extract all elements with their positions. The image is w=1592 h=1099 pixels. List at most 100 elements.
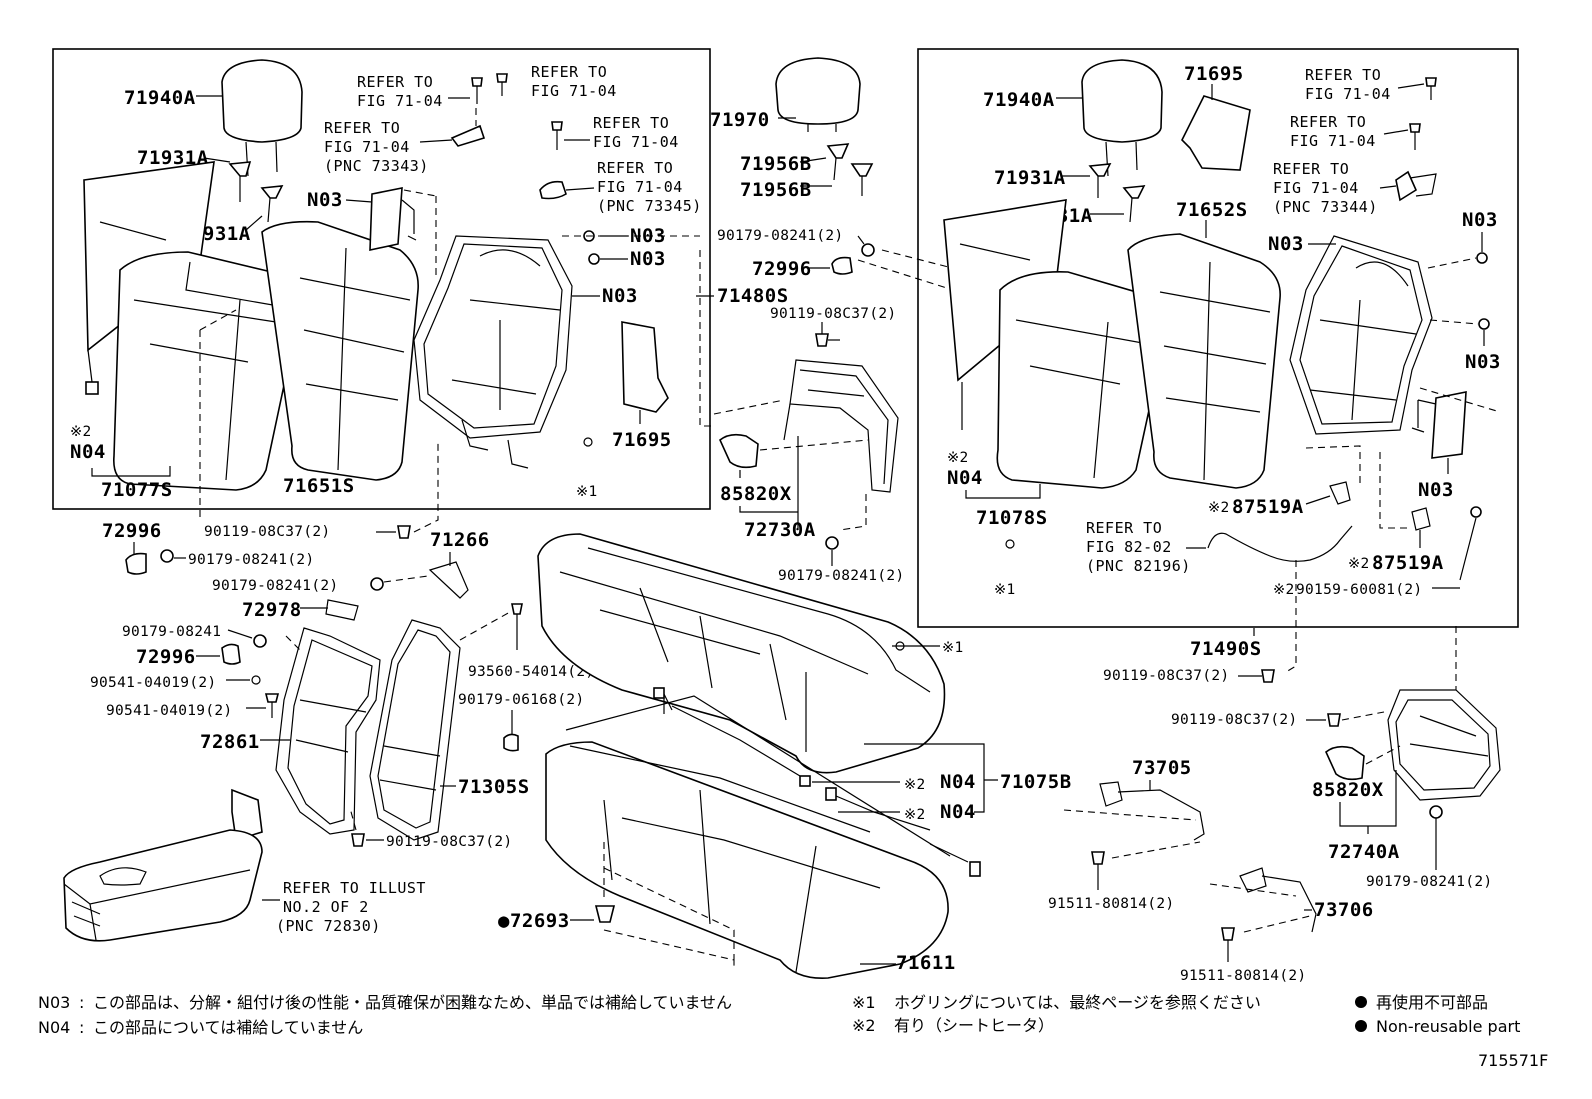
part-71695-left: 71695 (612, 429, 672, 451)
bolt-90179-06168: 90179-06168(2) (458, 692, 584, 708)
seatback-frame-right-drawing (1289, 235, 1433, 435)
back-board-right-drawing (1181, 95, 1251, 171)
part-87519A-2: 87519A (1372, 552, 1444, 574)
fig-71-04-1: FIG 71-04 (357, 92, 443, 110)
footnote-kome1-mark: ※1 (852, 993, 876, 1012)
fig-71-04-6: FIG 71-04 (1305, 85, 1391, 103)
part-71695-right: 71695 (1184, 63, 1244, 85)
left-seatback-group-frame (52, 48, 711, 510)
N04-center-2: N04 (940, 801, 976, 823)
armrest-cushion-drawing (63, 788, 263, 942)
footnote-n03-code: N03 (38, 993, 70, 1012)
seatback-pad-right-drawing (1127, 233, 1281, 489)
kome1-right: ※1 (994, 582, 1015, 598)
bolt-90119-08C37-center-1: 90119-08C37(2) (770, 306, 896, 322)
pnc-73343: (PNC 73343) (324, 157, 429, 175)
part-72730A: 72730A (744, 519, 816, 541)
fig-71-04-2: FIG 71-04 (531, 82, 617, 100)
bolt-91511-80814-1: 91511-80814(2) (1048, 896, 1174, 912)
bracket-73706-drawing (1239, 867, 1317, 933)
footnote-n04-text: この部品については補給していません (93, 1018, 363, 1037)
footnote-n04-colon: : (79, 1018, 84, 1037)
part-72740A: 72740A (1328, 841, 1400, 863)
part-72861: 72861 (200, 731, 260, 753)
seatback-pad-left-drawing (261, 220, 419, 481)
part-72996-left-2: 72996 (136, 646, 196, 668)
bolt-90119-08C37-left-1: 90119-08C37(2) (204, 524, 330, 540)
center-headrest-drawing (775, 57, 861, 125)
bolt-91511-80814-2: 91511-80814(2) (1180, 968, 1306, 984)
legend-dot-icon-2 (1355, 1020, 1367, 1032)
bolt-90179-08241-left-2: 90179-08241(2) (212, 578, 338, 594)
footnote-n04-code: N04 (38, 1018, 70, 1037)
motor-85820X-center-drawing (719, 433, 759, 469)
kome2-n04-center-2: ※2 (904, 807, 925, 823)
refer-to-6: REFER TO (1305, 66, 1381, 84)
part-71651S: 71651S (283, 475, 355, 497)
armrest-frame-72861-drawing (275, 627, 381, 835)
wire-harness-right-drawing (1207, 525, 1353, 562)
pnc-73345: (PNC 73345) (597, 197, 702, 215)
bolt-90541-04019-2: 90541-04019(2) (106, 703, 232, 719)
part-71652S: 71652S (1176, 199, 1248, 221)
refer-to-5: REFER TO (597, 159, 673, 177)
seat-cushion-pad-71611-drawing (545, 687, 981, 979)
part-71305S: 71305S (458, 776, 530, 798)
part-71490S: 71490S (1190, 638, 1262, 660)
bolt-90179-08241-center-1: 90179-08241(2) (717, 228, 843, 244)
part-72693-number: 72693 (510, 910, 570, 932)
kome2-87519A-1: ※2 (1208, 500, 1229, 516)
footnote-kome2-text: 有り（シートヒータ） (894, 1016, 1054, 1035)
pnc-82196: (PNC 82196) (1086, 557, 1191, 575)
pnc-73344: (PNC 73344) (1273, 198, 1378, 216)
bolt-90159-60081: 90159-60081(2) (1296, 582, 1422, 598)
seatback-frame-left-drawing (413, 235, 573, 469)
part-71611: 71611 (896, 952, 956, 974)
N03-right-3: N03 (1465, 351, 1501, 373)
kome2-right-n04: ※2 (947, 450, 968, 466)
bolt-90179-08241-left-3: 90179-08241 (122, 624, 221, 640)
part-73705: 73705 (1132, 757, 1192, 779)
fig-71-04-7: FIG 71-04 (1290, 132, 1376, 150)
refer-to-3: REFER TO (324, 119, 400, 137)
footnote-kome1-text: ホグリングについては、最終ページを参照ください (894, 993, 1261, 1012)
N03-right-2: N03 (1462, 209, 1498, 231)
kome2-87519A-2: ※2 (1348, 556, 1369, 572)
N04-center-1: N04 (940, 771, 976, 793)
part-71931A-right-1: 71931A (994, 167, 1066, 189)
fig-71-04-8: FIG 71-04 (1273, 179, 1359, 197)
fig-82-02: FIG 82-02 (1086, 538, 1172, 556)
footnote-kome2-mark: ※2 (852, 1016, 876, 1035)
part-71940A-left: 71940A (124, 87, 196, 109)
part-72693: ●72693 (498, 910, 570, 932)
kome1-center: ※1 (942, 640, 963, 656)
fig-71-04-5: FIG 71-04 (597, 178, 683, 196)
diagram-id: 715571F (1478, 1051, 1548, 1070)
plate-72978-drawing (325, 599, 359, 621)
footnote-nonreuse-en: Non-reusable part (1376, 1017, 1520, 1036)
non-reusable-dot-72693: ● (498, 910, 510, 932)
seat-cushion-cover-71075B-drawing (537, 533, 946, 774)
N03-left-4: N03 (602, 285, 638, 307)
heater-module-left-drawing (369, 187, 403, 251)
bracket-71266-drawing (428, 561, 469, 599)
refer-to-7: REFER TO (1290, 113, 1366, 131)
part-71956B-2: 71956B (740, 179, 812, 201)
part-71075B: 71075B (1000, 771, 1072, 793)
refer-to-9: REFER TO (1086, 519, 1162, 537)
heater-module-right-drawing (1431, 391, 1467, 459)
N03-right-1: N03 (1268, 233, 1304, 255)
kome2-n04-center-1: ※2 (904, 777, 925, 793)
part-85820X-right: 85820X (1312, 779, 1384, 801)
kome1-left: ※1 (576, 484, 597, 500)
part-71931A-left-1: 71931A (137, 147, 209, 169)
bolt-90119-08C37-right-1: 90119-08C37(2) (1103, 668, 1229, 684)
headrest-guide-drawing (228, 161, 252, 177)
back-board-left-drawing (621, 321, 669, 413)
part-72996-left-1: 72996 (102, 520, 162, 542)
part-72978: 72978 (242, 599, 302, 621)
bolt-90179-08241-right: 90179-08241(2) (1366, 874, 1492, 890)
legend-dot-icon-1 (1355, 996, 1367, 1008)
headrest-left-drawing (221, 59, 303, 177)
